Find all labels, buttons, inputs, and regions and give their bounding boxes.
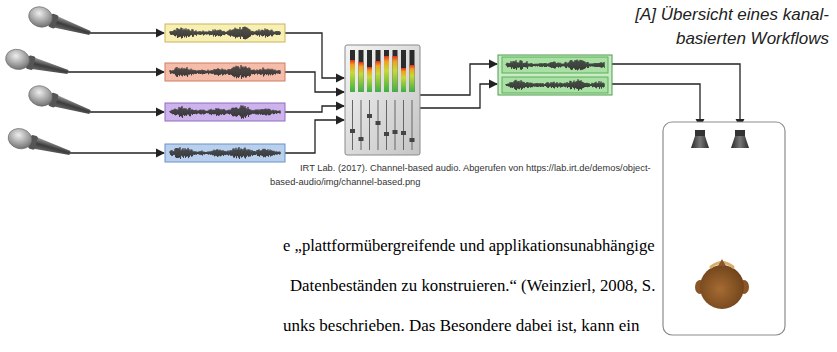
fader-knob <box>384 132 389 136</box>
listener-box <box>663 122 785 335</box>
body-text-line: e „plattformübergreifende und applikatio… <box>283 236 655 256</box>
microphone <box>26 83 93 122</box>
listener <box>663 122 785 335</box>
waveforms <box>170 27 605 159</box>
waveform <box>506 60 605 71</box>
level-meter-slot <box>367 50 372 92</box>
fader-knob <box>350 129 355 133</box>
signal-line <box>420 84 497 108</box>
signal-line <box>70 152 164 153</box>
mixer-controls <box>350 50 415 150</box>
track-box <box>165 103 285 121</box>
microphone <box>6 126 73 163</box>
track-box <box>165 144 285 162</box>
track-box <box>165 63 285 81</box>
fader-track <box>369 100 370 150</box>
level-meter-slot <box>350 50 355 92</box>
microphone-head <box>6 126 35 152</box>
fader-track <box>386 100 387 150</box>
microphone <box>3 47 70 82</box>
signal-line <box>285 72 344 92</box>
fader-track <box>403 100 404 150</box>
body-text-line: Datenbeständen zu konstruieren.“ (Weinzi… <box>290 276 655 296</box>
fader-knob <box>359 137 364 141</box>
level-meter <box>350 60 355 92</box>
signal-line <box>420 64 497 95</box>
signal-line <box>285 33 344 78</box>
signal-line <box>612 84 700 127</box>
level-meter-slot <box>393 50 398 92</box>
level-meter-slot <box>410 50 415 92</box>
stereo-track <box>502 77 608 93</box>
listener-head <box>695 259 749 309</box>
level-meter <box>393 56 398 92</box>
fader-track <box>352 100 353 150</box>
fader-track <box>412 100 413 150</box>
audio-tracks <box>165 24 612 162</box>
microphone <box>26 4 93 43</box>
level-meter <box>410 65 415 92</box>
level-meter-slot <box>401 50 406 92</box>
level-meter-slot <box>359 50 364 92</box>
microphones <box>3 4 93 163</box>
fader-track <box>361 100 362 150</box>
microphone-head <box>26 4 55 30</box>
signal-line <box>612 64 740 127</box>
signal-line <box>90 111 164 112</box>
mixing-desk <box>345 45 420 155</box>
signal-line <box>285 120 344 153</box>
level-meter <box>359 62 364 92</box>
body-text-line: unks beschrieben. Das Besondere dabei is… <box>283 316 639 336</box>
microphone-head <box>26 83 55 109</box>
level-meter-slot <box>376 50 381 92</box>
microphone-handle <box>54 16 92 39</box>
signal-line <box>90 32 164 33</box>
level-meter <box>367 67 372 92</box>
waveform <box>170 105 281 118</box>
microphone-handle <box>54 95 92 118</box>
waveform <box>506 79 605 90</box>
fader-knob <box>410 138 415 142</box>
stereo-track-frame <box>498 55 612 95</box>
mixer-body <box>345 45 420 155</box>
signal-line <box>68 71 164 72</box>
waveform <box>170 147 281 159</box>
level-meter <box>384 56 389 92</box>
microphone-handle <box>34 137 72 158</box>
microphone-head <box>3 47 31 72</box>
level-meter <box>401 68 406 92</box>
fader-track <box>395 100 396 150</box>
stereo-track <box>502 57 608 73</box>
figure-title: [A] Übersicht eines kanal- basierten Wor… <box>593 3 829 51</box>
track-box <box>165 24 285 42</box>
loudspeaker <box>691 130 709 148</box>
waveform <box>170 65 281 79</box>
fader-knob <box>376 121 381 125</box>
source-citation: IRT Lab. (2017). Channel-based audio. Ab… <box>270 161 662 189</box>
waveform <box>170 27 281 40</box>
level-meter-slot <box>384 50 389 92</box>
signal-line <box>285 106 344 112</box>
fader-knob <box>393 130 398 134</box>
microphone-handle <box>32 57 70 77</box>
fader-knob <box>401 131 406 135</box>
level-meter <box>376 61 381 92</box>
fader-knob <box>367 114 372 118</box>
loudspeaker <box>731 130 749 148</box>
